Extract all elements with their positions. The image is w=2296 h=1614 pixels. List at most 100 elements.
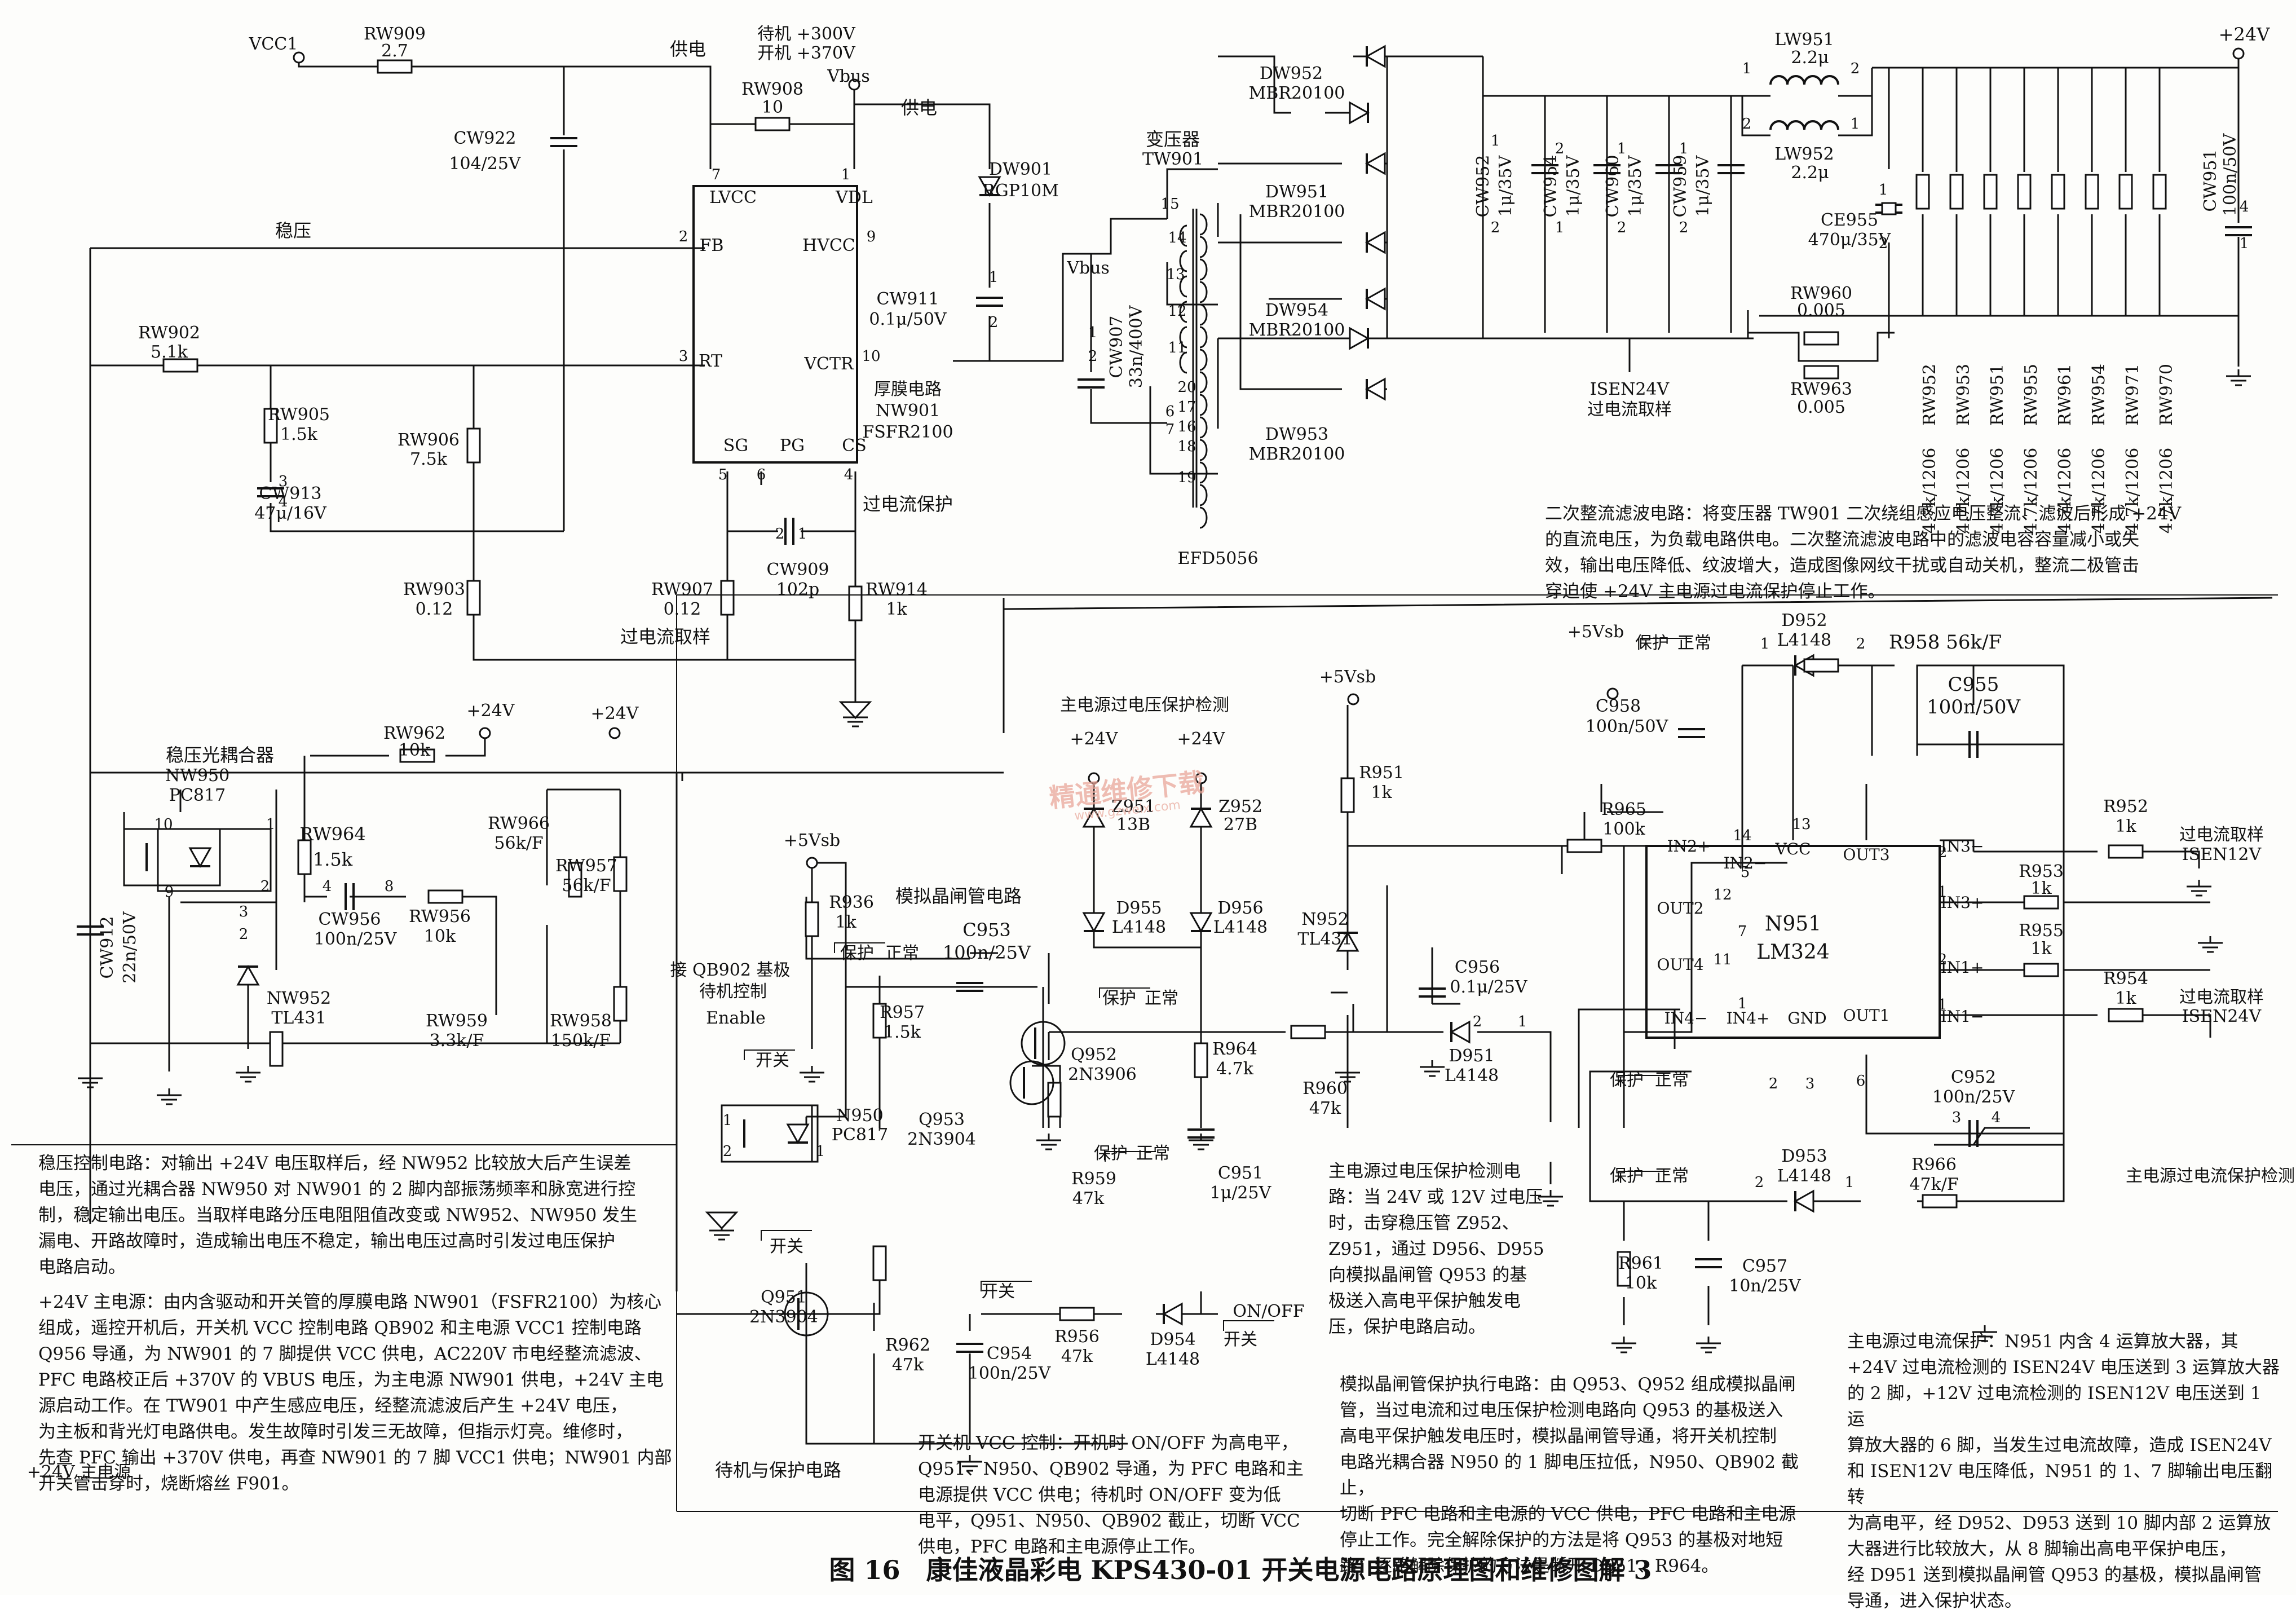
- pin-number: 7: [1165, 421, 1175, 438]
- load-resistor-name: RW961: [2055, 364, 2075, 426]
- pin-number: 1: [1760, 636, 1770, 652]
- label-cw952v: 1μ/35V: [1496, 155, 1516, 217]
- pin-number: 2: [1555, 140, 1565, 157]
- pin-number: 2: [1938, 844, 1948, 861]
- label-cw911v: 0.1μ/50V: [869, 310, 947, 329]
- pin-number: 1: [1617, 140, 1627, 157]
- label-r955v: 1k: [2030, 939, 2052, 959]
- label-r951v: 1k: [1371, 783, 1392, 802]
- pin-number: 20: [1177, 379, 1196, 396]
- pin-number: 12: [1168, 303, 1186, 320]
- label-tl431a: TL431: [271, 1008, 326, 1028]
- load-resistor-value: 4.7k/1206: [1920, 448, 1940, 533]
- label-q951v: 2N3904: [749, 1307, 818, 1327]
- label-rw902v: 5.1k: [151, 342, 188, 362]
- pin-number: 6: [757, 466, 766, 483]
- label-p24c: +24V: [1070, 729, 1119, 749]
- label-c956v: 0.1μ/25V: [1450, 977, 1527, 997]
- label-rw957: RW957: [555, 856, 617, 876]
- pin-number: 2: [1491, 219, 1500, 236]
- label-rgp10m: RGP10M: [982, 181, 1059, 201]
- label-zhengchang4: 正常: [1677, 633, 1711, 653]
- label-c954v: 100n/25V: [968, 1364, 1052, 1383]
- label-r962v: 47k: [892, 1355, 924, 1375]
- label-p24d: +24V: [1177, 729, 1226, 749]
- label-rw966: RW966: [488, 814, 550, 834]
- label-rw905v: 1.5k: [280, 425, 318, 444]
- label-q951: Q951: [761, 1287, 807, 1307]
- label-kaiguan4: 开关: [1224, 1330, 1257, 1350]
- label-gongdian2: 供电: [901, 97, 937, 118]
- label-cw912v: 22n/50V: [120, 911, 140, 984]
- pin-number: 10: [154, 816, 173, 833]
- pin-number: 2: [1769, 1075, 1778, 1092]
- pin-number: 18: [1177, 438, 1196, 455]
- label-rw960: RW960: [1790, 284, 1852, 303]
- label-r960v: 47k: [1309, 1099, 1341, 1118]
- load-resistor-name: RW954: [2089, 364, 2109, 426]
- pin-number: 2: [239, 926, 249, 943]
- note-main-24v: +24V 主电源：由内含驱动和开关管的厚膜电路 NW901（FSFR2100）为…: [38, 1292, 672, 1494]
- pin-number: 14: [1733, 827, 1751, 844]
- label-kaiguan2: 开关: [770, 1237, 803, 1256]
- label-r961v: 10k: [1625, 1273, 1657, 1293]
- label-rw960v: 0.005: [1797, 301, 1845, 320]
- label-r936: R936: [829, 893, 874, 912]
- pin-number: 2: [679, 228, 688, 245]
- pin-number: 8: [385, 878, 394, 895]
- label-r953v: 1k: [2030, 879, 2052, 898]
- label-cw909: CW909: [766, 560, 829, 580]
- label-rw909: RW909: [364, 24, 426, 44]
- label-out3: OUT3: [1843, 845, 1889, 864]
- pin-number: 11: [1168, 339, 1186, 356]
- pin-number: 1: [2240, 235, 2249, 252]
- label-rw957v: 56k/F: [562, 876, 611, 896]
- label-kaiguan1: 开关: [756, 1051, 789, 1070]
- label-zhengchang2: 正常: [885, 943, 919, 963]
- label-in3p: IN3+: [1941, 893, 1984, 912]
- label-z951v: 13B: [1116, 815, 1150, 835]
- label-isen24: ISEN24V: [1590, 380, 1670, 399]
- label-cw960v: 1μ/35V: [1626, 155, 1645, 217]
- label-p5vsb1: +5Vsb: [784, 831, 841, 850]
- label-c954: C954: [987, 1344, 1032, 1364]
- load-resistor-name: RW952: [1920, 364, 1940, 426]
- load-resistor-value: 4.7k/1206: [1954, 448, 1973, 533]
- load-resistor-name: RW953: [1954, 364, 1973, 426]
- label-p24b: +24V: [591, 704, 639, 724]
- label-r956v: 47k: [1061, 1347, 1093, 1366]
- label-q952v: 2N3906: [1068, 1065, 1137, 1084]
- label-r957: R957: [880, 1003, 925, 1022]
- pin-number: 5: [718, 466, 728, 483]
- label-p5vsb2: +5Vsb: [1319, 667, 1376, 687]
- label-rw964: RW964: [299, 823, 365, 845]
- label-r951: R951: [1359, 763, 1404, 783]
- pin-number: 1: [1938, 884, 1948, 901]
- label-r957v: 1.5k: [884, 1022, 921, 1042]
- label-cw913v: 47μ/16V: [254, 504, 327, 523]
- label-in1p: IN1+: [1941, 958, 1984, 977]
- pin-number: 2: [989, 314, 999, 331]
- label-rw903v: 0.12: [416, 599, 453, 619]
- label-r954v: 1k: [2115, 989, 2136, 1008]
- label-houmo: 厚膜电路: [874, 380, 942, 399]
- label-d952: D952: [1781, 611, 1827, 630]
- label-kaiguan3: 开关: [981, 1282, 1015, 1302]
- label-lw951v: 2.2μ: [1791, 48, 1829, 68]
- pin-number: 2: [1617, 219, 1627, 236]
- label-dw952: DW952: [1260, 64, 1323, 83]
- label-rw963: RW963: [1790, 380, 1852, 399]
- label-nw950: NW950: [165, 766, 229, 786]
- pin-number: 4: [844, 466, 854, 483]
- label-cw909v: 102p: [776, 580, 819, 599]
- pin-number: 1: [1518, 1013, 1527, 1030]
- pin-number: 1: [1679, 140, 1689, 157]
- label-ce955: CE955: [1821, 210, 1878, 230]
- label-in1m: IN1−: [1941, 1007, 1984, 1026]
- label-kaiji: 开机 +370V: [757, 43, 856, 63]
- label-isen24b: ISEN24V: [2182, 1007, 2262, 1026]
- label-r962: R962: [885, 1335, 930, 1355]
- pin-number: 4: [2240, 199, 2249, 215]
- label-n952: N952: [1301, 910, 1349, 929]
- label-tl431b: TL431: [1297, 929, 1352, 949]
